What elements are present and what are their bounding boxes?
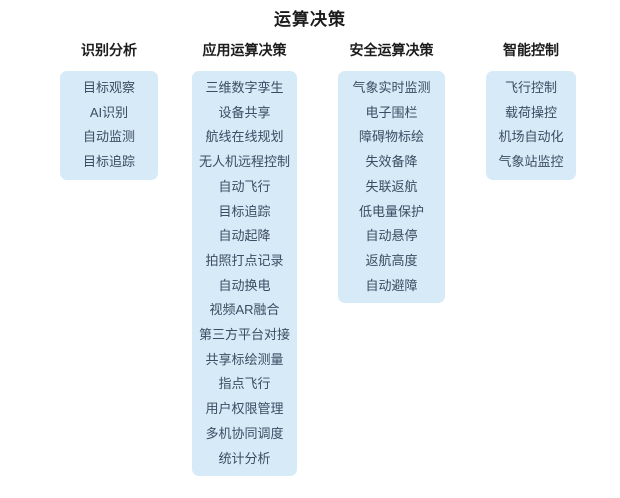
feature-item: AI识别	[89, 104, 129, 120]
feature-item: 指点飞行	[218, 376, 271, 392]
feature-item: 共享标绘测量	[205, 351, 284, 367]
column-header: 应用运算决策	[202, 42, 287, 58]
feature-item: 目标追踪	[82, 154, 135, 170]
column-application-decision: 应用运算决策 三维数字孪生设备共享航线在线规划无人机远程控制自动飞行目标追踪自动…	[192, 42, 297, 477]
feature-item: 失效备降	[365, 154, 418, 170]
feature-item: 无人机远程控制	[198, 154, 290, 170]
feature-item: 飞行控制	[504, 80, 557, 95]
feature-item: 失联返航	[365, 178, 418, 194]
feature-item: 用户权限管理	[205, 401, 284, 417]
feature-item: 自动飞行	[218, 178, 271, 194]
column-recognition-analysis: 识别分析 目标观察 AI识别自动监测目标追踪	[60, 42, 158, 180]
feature-item: 自动起降	[218, 228, 271, 244]
feature-item: 低电量保护	[358, 203, 424, 219]
feature-item: 三维数字孪生	[205, 80, 284, 95]
feature-item: 电子围栏	[365, 104, 418, 120]
feature-item: 气象站监控	[498, 154, 564, 170]
feature-item: 自动避障	[365, 277, 418, 293]
feature-item: 目标观察	[82, 80, 135, 95]
feature-item: 返航高度	[365, 252, 418, 268]
feature-item: 自动监测	[82, 129, 135, 145]
feature-item: 机场自动化	[498, 129, 564, 145]
feature-item: 障碍物标绘	[358, 129, 424, 145]
feature-item: 第三方平台对接	[198, 327, 290, 343]
column-header: 智能控制	[503, 42, 559, 58]
feature-item: 目标追踪	[218, 203, 271, 219]
item-box: 气象实时监测电子围栏障碍物标绘失效备降失联返航低电量保护自动悬停返航高度自动避障	[338, 71, 445, 304]
feature-item: 自动换电	[218, 277, 271, 293]
feature-item: 自动悬停	[365, 228, 418, 244]
feature-item: 设备共享	[218, 104, 271, 120]
column-header: 识别分析	[81, 42, 137, 58]
feature-item: 视频AR融合	[209, 302, 280, 318]
feature-item: 拍照打点记录	[205, 252, 284, 268]
item-box: 三维数字孪生设备共享航线在线规划无人机远程控制自动飞行目标追踪自动起降拍照打点记…	[192, 71, 297, 477]
item-box: 飞行控制载荷操控机场自动化气象站监控	[486, 71, 576, 180]
feature-item: 气象实时监测	[352, 80, 431, 95]
feature-item: 多机协同调度	[205, 425, 284, 441]
feature-item: 载荷操控	[504, 104, 557, 120]
column-safety-decision: 安全运算决策 气象实时监测电子围栏障碍物标绘失效备降失联返航低电量保护自动悬停返…	[338, 42, 445, 304]
item-box: 目标观察 AI识别自动监测目标追踪	[60, 71, 158, 180]
column-intelligent-control: 智能控制 飞行控制载荷操控机场自动化气象站监控	[486, 42, 576, 180]
diagram-title: 运算决策	[274, 10, 346, 29]
feature-item: 航线在线规划	[205, 129, 284, 145]
feature-item: 统计分析	[218, 450, 271, 466]
column-header: 安全运算决策	[349, 42, 434, 58]
